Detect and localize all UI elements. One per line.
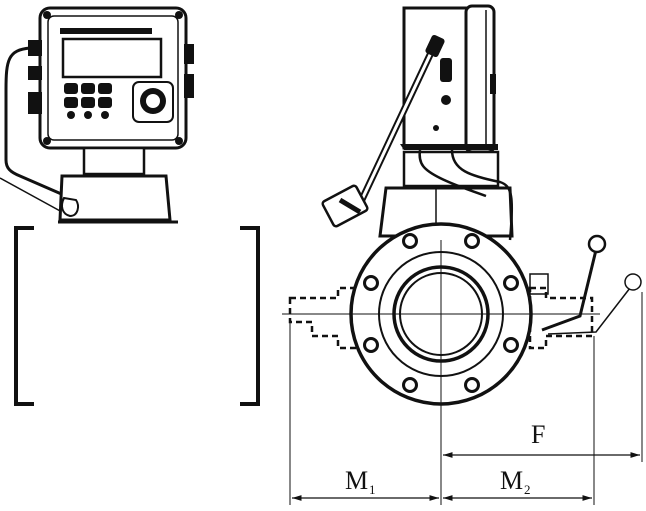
display-screen	[61, 37, 163, 79]
round-button	[132, 81, 174, 123]
pedestal	[58, 146, 178, 224]
dimension-m2: M 2	[443, 466, 592, 501]
dimensions: F M 1 M 2	[289, 292, 643, 505]
label-m1: M	[345, 466, 368, 495]
label-m2: M	[500, 466, 523, 495]
pipe-right-dashed	[528, 286, 594, 350]
bolt-holes	[363, 233, 519, 393]
front-view	[0, 6, 260, 406]
label-m2-subscript: 2	[524, 482, 531, 497]
dimension-m1: M 1	[292, 466, 439, 501]
label-m1-subscript: 1	[369, 482, 376, 497]
probe-rod	[321, 34, 445, 228]
centerlines	[282, 240, 600, 505]
pipe-left-dashed	[288, 286, 360, 350]
side-connectors	[28, 40, 194, 114]
keypad	[64, 83, 112, 119]
lever-handle	[529, 234, 642, 335]
label-f: F	[531, 420, 545, 449]
cable	[4, 46, 67, 198]
side-pedestal	[378, 144, 514, 241]
meter-body-outline	[14, 226, 260, 406]
side-view	[282, 4, 642, 505]
dimension-f: F	[443, 420, 640, 458]
